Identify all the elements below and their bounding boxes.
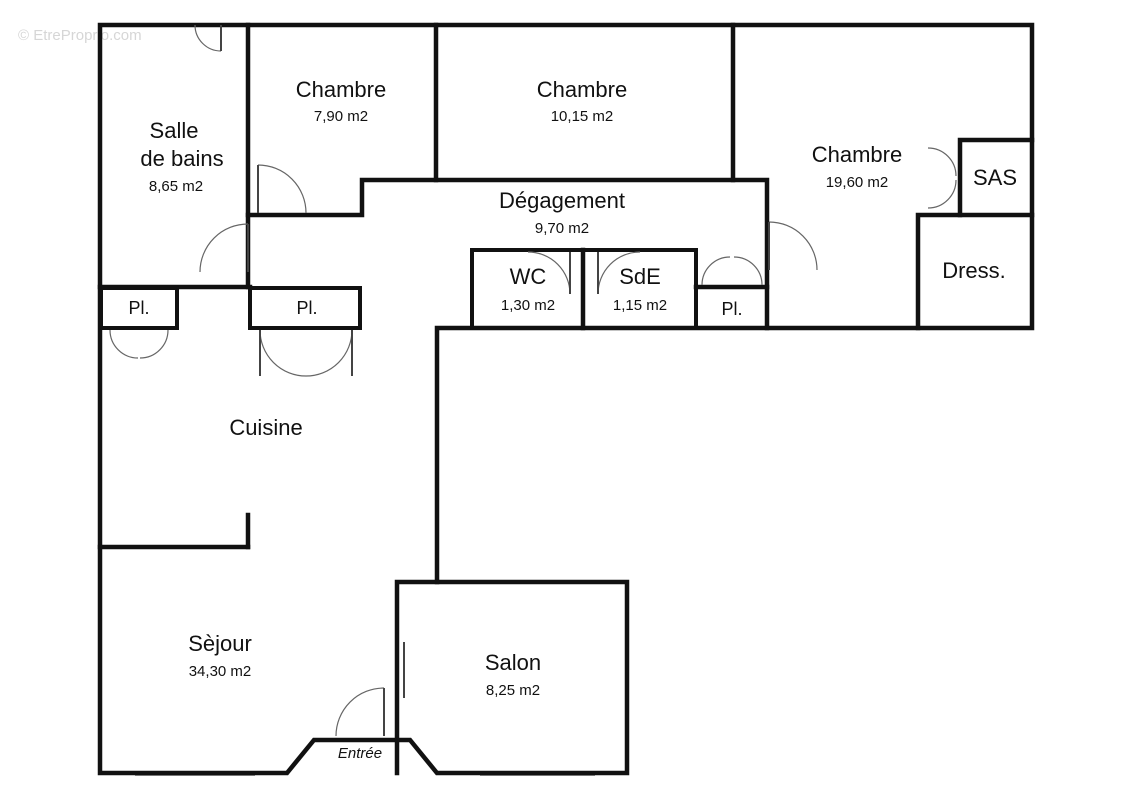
sas-label: SAS bbox=[973, 165, 1017, 190]
sde-area: 1,15 m2 bbox=[613, 297, 667, 314]
degagement-area: 9,70 m2 bbox=[535, 220, 589, 237]
walls bbox=[97, 22, 1035, 776]
room-labels: Salle de bains 8,65 m2 Chambre 7,90 m2 C… bbox=[128, 77, 1017, 762]
placard-middle-label: Pl. bbox=[296, 298, 317, 318]
sejour-label: Sèjour bbox=[188, 631, 252, 656]
placard-degagement-label: Pl. bbox=[721, 299, 742, 319]
salon-label: Salon bbox=[485, 650, 541, 675]
salon-area: 8,25 m2 bbox=[486, 682, 540, 699]
chambre-2-label: Chambre bbox=[537, 77, 627, 102]
degagement-label: Dégagement bbox=[499, 188, 625, 213]
wc-label: WC bbox=[510, 264, 547, 289]
entree-label: Entrée bbox=[338, 745, 382, 762]
wc-area: 1,30 m2 bbox=[501, 297, 555, 314]
watermark: © EtreProprio.com bbox=[18, 27, 142, 44]
salle-de-bains-area: 8,65 m2 bbox=[149, 178, 203, 195]
dressing-label: Dress. bbox=[942, 258, 1006, 283]
chambre-2-area: 10,15 m2 bbox=[551, 108, 614, 125]
sejour-area: 34,30 m2 bbox=[189, 663, 252, 680]
placard-left-label: Pl. bbox=[128, 298, 149, 318]
chambre-1-label: Chambre bbox=[296, 77, 386, 102]
chambre-1-area: 7,90 m2 bbox=[314, 108, 368, 125]
salle-de-bains-label-line2: de bains bbox=[140, 146, 223, 171]
doors bbox=[109, 24, 957, 737]
chambre-3-label: Chambre bbox=[812, 142, 902, 167]
cuisine-label: Cuisine bbox=[229, 415, 302, 440]
windows bbox=[135, 24, 1000, 776]
chambre-3-area: 19,60 m2 bbox=[826, 174, 889, 191]
sde-label: SdE bbox=[619, 264, 661, 289]
salle-de-bains-label-line1: Salle bbox=[150, 118, 199, 143]
